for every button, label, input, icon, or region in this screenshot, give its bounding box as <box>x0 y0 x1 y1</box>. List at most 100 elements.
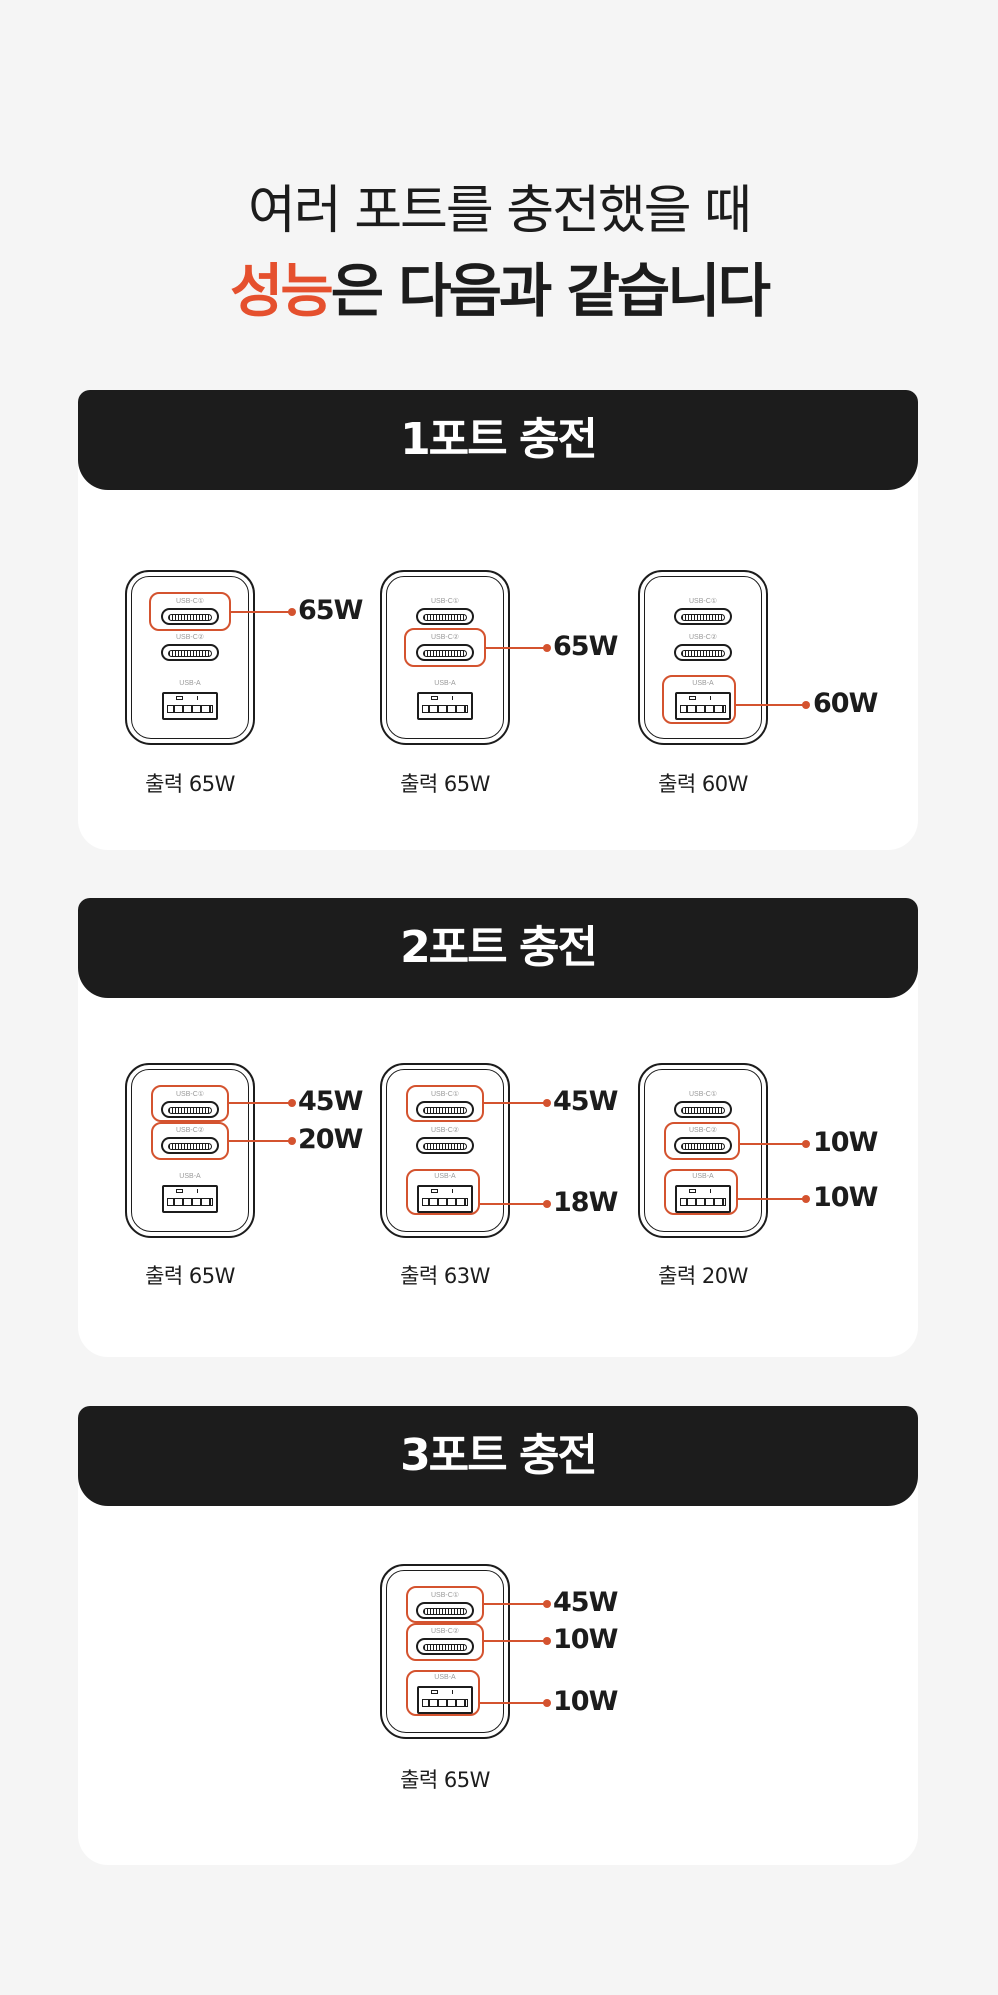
port-label-usb-a: USB-A <box>434 1674 456 1681</box>
charger-diagram: USB-C① USB-C② USB-A <box>380 1564 510 1739</box>
headline-line-2: 성능은 다음과 같습니다 <box>0 244 998 328</box>
watt-label: 20W <box>298 1124 363 1155</box>
port-label-usb-c2: USB-C② <box>688 1127 718 1134</box>
headline-line-1: 여러 포트를 충전했을 때 <box>248 181 752 241</box>
section-title-1port: 1포트 충전 <box>78 390 918 490</box>
port-label-usb-c2: USB-C② <box>175 1127 205 1134</box>
usb-a-port-icon <box>162 1185 218 1213</box>
port-highlight <box>149 592 231 631</box>
usb-a-port-icon <box>162 692 218 720</box>
port-label-usb-c1: USB-C① <box>175 598 205 605</box>
usb-c-port-icon <box>416 1101 474 1118</box>
port-highlight <box>664 1122 740 1160</box>
connector-dot <box>802 1140 810 1148</box>
output-caption: 출력 65W <box>400 772 490 796</box>
output-caption: 출력 63W <box>400 1264 490 1288</box>
output-caption: 출력 65W <box>400 1768 490 1792</box>
output-caption: 출력 65W <box>145 1264 235 1288</box>
usb-c-port-icon <box>161 1101 219 1118</box>
charger-diagram: USB-C① USB-C② USB-A <box>125 570 255 745</box>
charger-diagram: USB-C① USB-C② USB-A <box>638 570 768 745</box>
connector-line <box>480 1702 546 1704</box>
port-label-usb-c2: USB-C② <box>175 634 205 641</box>
usb-a-port-icon <box>417 1686 473 1714</box>
connector-dot <box>543 644 551 652</box>
port-highlight <box>406 1623 484 1661</box>
port-highlight <box>151 1085 229 1122</box>
section-card-2port: 2포트 충전 USB-C① USB-C② USB-A 45W 20W 출력 65… <box>78 898 918 1357</box>
port-highlight <box>662 675 736 724</box>
port-highlight <box>406 1169 480 1215</box>
port-label-usb-c2: USB-C② <box>688 634 718 641</box>
output-caption: 출력 60W <box>658 772 748 796</box>
connector-line <box>486 647 546 649</box>
watt-label: 10W <box>553 1686 618 1717</box>
connector-line <box>484 1640 546 1642</box>
section-card-3port: 3포트 충전 USB-C① USB-C② USB-A 45W 10W 10W 출… <box>78 1406 918 1865</box>
port-label-usb-a: USB-A <box>179 680 201 687</box>
connector-dot <box>802 701 810 709</box>
connector-dot <box>543 1600 551 1608</box>
connector-line <box>484 1603 546 1605</box>
usb-c-port-icon <box>416 644 474 661</box>
watt-label: 60W <box>813 688 878 719</box>
section-title-2port: 2포트 충전 <box>78 898 918 998</box>
watt-label: 10W <box>553 1624 618 1655</box>
port-label-usb-a: USB-A <box>179 1173 201 1180</box>
port-label-usb-c1: USB-C① <box>175 1091 205 1098</box>
port-highlight <box>404 628 486 667</box>
usb-c-port-icon <box>674 644 732 661</box>
connector-dot <box>543 1099 551 1107</box>
port-label-usb-c1: USB-C① <box>688 1091 718 1098</box>
usb-c-port-icon <box>416 1602 474 1619</box>
port-label-usb-a: USB-A <box>434 1173 456 1180</box>
port-label-usb-c1: USB-C① <box>430 1091 460 1098</box>
usb-a-port-icon <box>675 692 731 720</box>
port-label-usb-c2: USB-C② <box>430 1127 460 1134</box>
port-highlight <box>406 1586 484 1623</box>
headline-rest: 은 다음과 같습니다 <box>330 257 771 325</box>
usb-c-port-icon <box>416 608 474 625</box>
usb-a-port-icon <box>417 692 473 720</box>
watt-label: 45W <box>298 1086 363 1117</box>
connector-line <box>484 1102 546 1104</box>
port-label-usb-c1: USB-C① <box>688 598 718 605</box>
connector-line <box>738 1198 806 1200</box>
connector-dot <box>543 1699 551 1707</box>
usb-a-port-icon <box>675 1185 731 1213</box>
usb-c-port-icon <box>161 608 219 625</box>
connector-dot <box>288 608 296 616</box>
usb-c-port-icon <box>416 1638 474 1655</box>
usb-c-port-icon <box>674 1137 732 1154</box>
connector-line <box>740 1143 806 1145</box>
connector-dot <box>543 1200 551 1208</box>
port-highlight <box>664 1169 738 1215</box>
connector-line <box>229 1102 291 1104</box>
charger-diagram: USB-C① USB-C② USB-A <box>125 1063 255 1238</box>
port-label-usb-c2: USB-C② <box>430 634 460 641</box>
connector-dot <box>543 1637 551 1645</box>
watt-label: 65W <box>298 595 363 626</box>
watt-label: 45W <box>553 1587 618 1618</box>
usb-c-port-icon <box>161 644 219 661</box>
connector-dot <box>288 1137 296 1145</box>
watt-label: 10W <box>813 1127 878 1158</box>
usb-c-port-icon <box>674 1101 732 1118</box>
port-label-usb-a: USB-A <box>692 680 714 687</box>
charger-diagram: USB-C① USB-C② USB-A <box>638 1063 768 1238</box>
port-label-usb-a: USB-A <box>692 1173 714 1180</box>
connector-dot <box>802 1195 810 1203</box>
port-label-usb-c1: USB-C① <box>430 598 460 605</box>
usb-a-port-icon <box>417 1185 473 1213</box>
connector-line <box>480 1203 546 1205</box>
port-label-usb-c1: USB-C① <box>430 1592 460 1599</box>
headline-accent: 성능 <box>230 257 334 325</box>
port-label-usb-c2: USB-C② <box>430 1628 460 1635</box>
watt-label: 45W <box>553 1086 618 1117</box>
output-caption: 출력 20W <box>658 1264 748 1288</box>
connector-line <box>229 1140 291 1142</box>
charger-diagram: USB-C① USB-C② USB-A <box>380 570 510 745</box>
port-highlight <box>151 1122 229 1160</box>
usb-c-port-icon <box>416 1137 474 1154</box>
connector-line <box>736 704 806 706</box>
